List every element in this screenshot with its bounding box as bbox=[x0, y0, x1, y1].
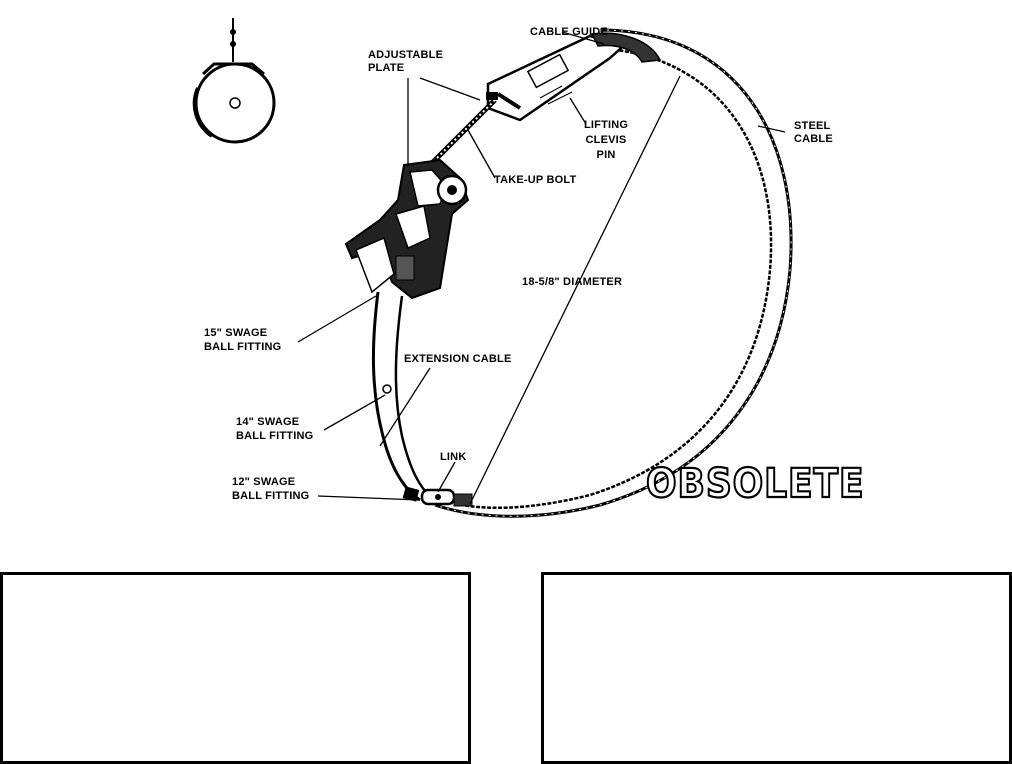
label-steel-cable-line2: CABLE bbox=[794, 133, 833, 145]
label-lifting-line2: CLEVIS bbox=[585, 134, 627, 146]
obsolete-stamp: OBSOLETE bbox=[645, 460, 865, 508]
label-lifting-line1: LIFTING bbox=[584, 119, 629, 131]
label-cable-guide: CABLE GUIDE bbox=[530, 26, 608, 38]
label-lifting-line3: PIN bbox=[596, 149, 616, 161]
pulley-disc-icon bbox=[192, 18, 276, 144]
label-12-swage-line2: BALL FITTING bbox=[232, 490, 310, 502]
label-adjustable-plate-line2: PLATE bbox=[368, 62, 405, 74]
label-take-up-bolt: TAKE-UP BOLT bbox=[494, 174, 577, 186]
label-14-swage-line1: 14" SWAGE bbox=[236, 416, 300, 428]
label-15-swage-line2: BALL FITTING bbox=[204, 341, 282, 353]
label-diameter: 18-5/8" DIAMETER bbox=[522, 276, 623, 288]
link-fitting bbox=[402, 486, 473, 507]
label-12-swage-line1: 12" SWAGE bbox=[232, 476, 296, 488]
label-adjustable-plate-line1: ADJUSTABLE bbox=[368, 49, 444, 61]
leader-lines bbox=[297, 31, 786, 501]
cable-guide bbox=[486, 32, 662, 122]
label-link: LINK bbox=[440, 451, 467, 463]
label-15-swage-line1: 15" SWAGE bbox=[204, 327, 268, 339]
left-empty-box bbox=[0, 572, 471, 764]
adjustable-plate-clamp bbox=[344, 158, 470, 300]
label-14-swage-line2: BALL FITTING bbox=[236, 430, 314, 442]
diameter-line bbox=[469, 75, 681, 505]
label-extension-cable: EXTENSION CABLE bbox=[404, 353, 512, 365]
steel-cable-loop bbox=[434, 28, 793, 518]
extension-cable bbox=[371, 291, 433, 502]
label-steel-cable-line1: STEEL bbox=[794, 120, 831, 132]
right-empty-box bbox=[541, 572, 1012, 764]
take-up-bolt bbox=[428, 92, 498, 167]
